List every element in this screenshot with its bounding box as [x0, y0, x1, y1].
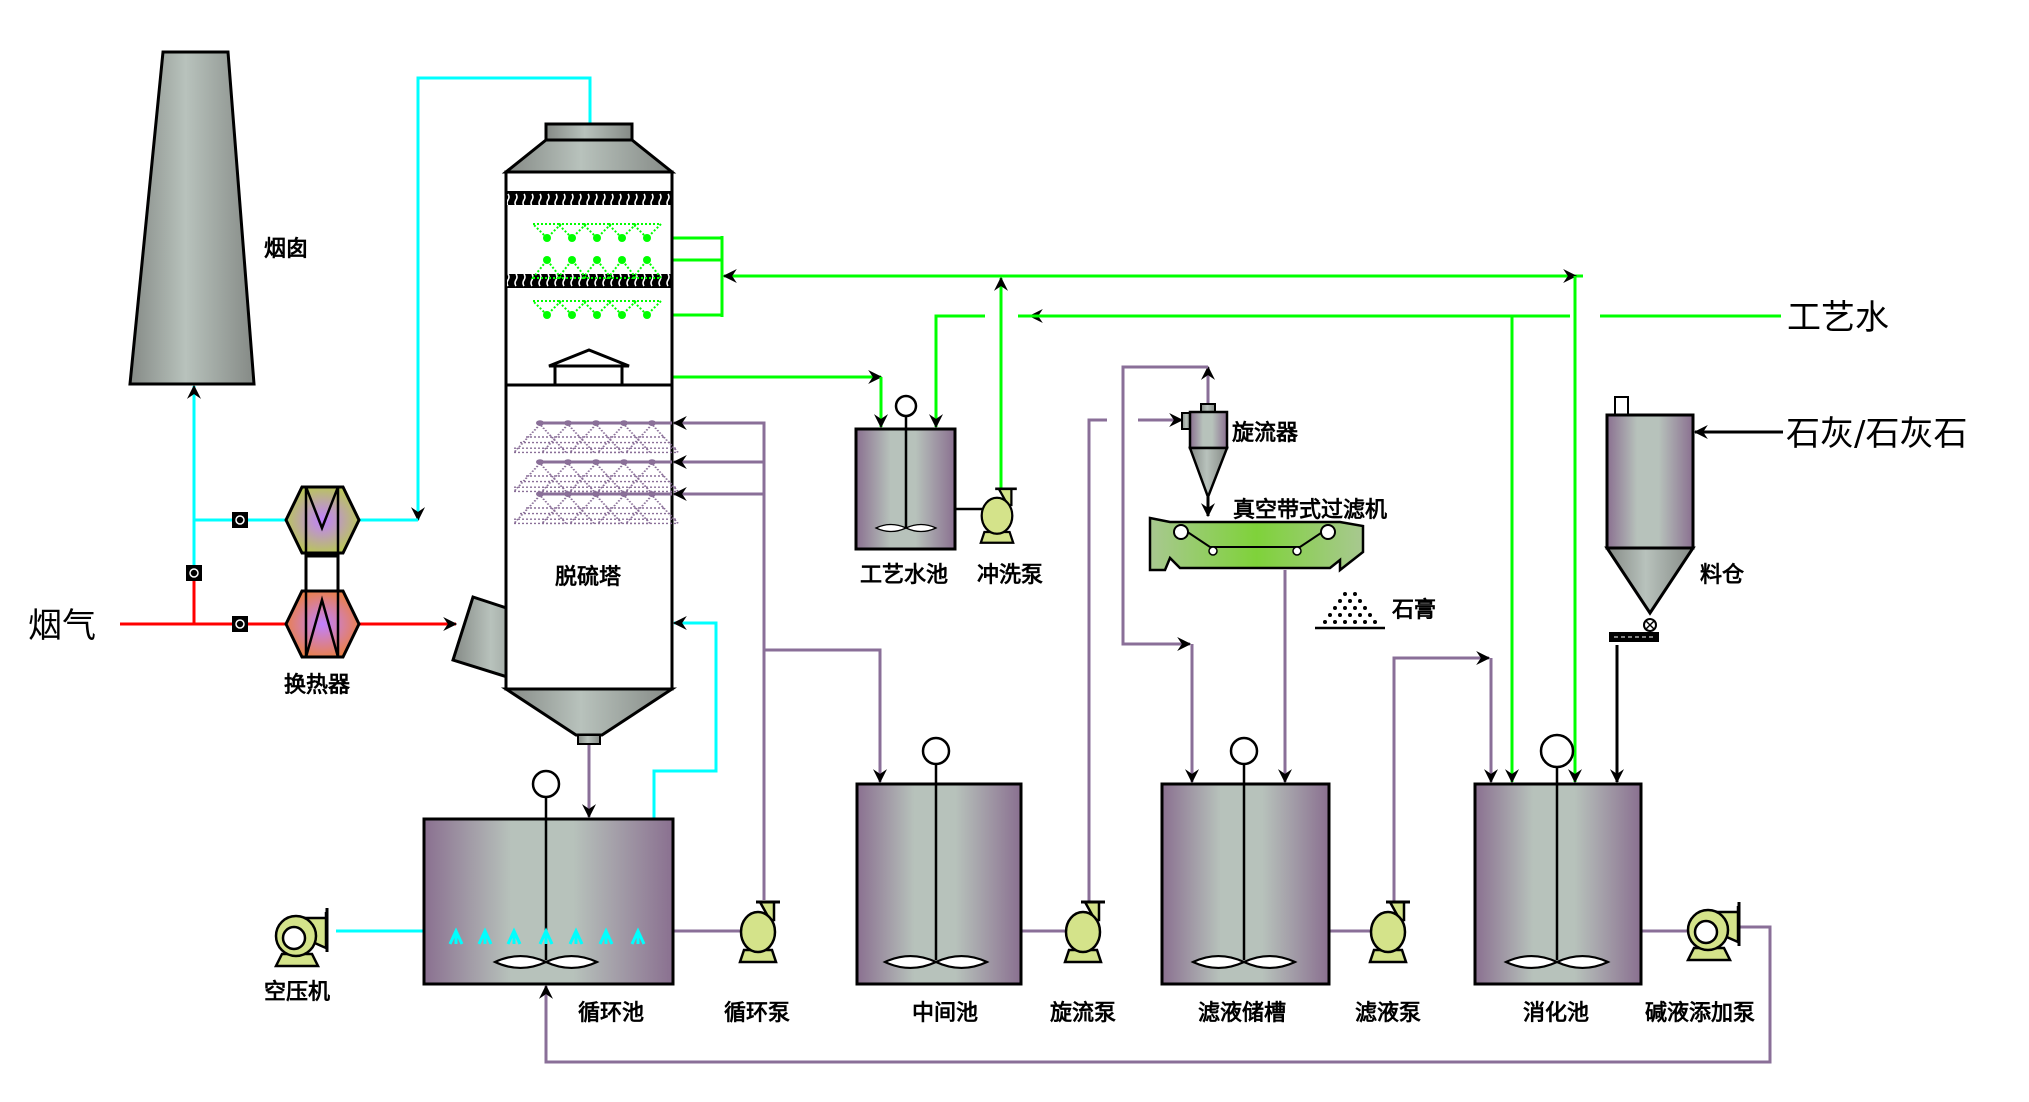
alkali-dosing-pump-label: 碱液添加泵 — [1645, 1000, 1755, 1026]
agitator-icon — [1229, 736, 1259, 766]
air-nozzle-icon — [568, 927, 584, 945]
chimney-label: 烟囱 — [264, 236, 308, 262]
filtrate-pump-riser — [1392, 651, 1491, 902]
air-compressor-label: 空压机 — [264, 979, 330, 1005]
slurry-feed-3 — [672, 487, 766, 650]
heat-exchanger-label: 换热器 — [284, 672, 351, 698]
cyclone-overflow-to-filtrate — [1121, 365, 1208, 651]
to-intermediate-tank — [764, 648, 887, 784]
slurry-feed-1 — [672, 416, 766, 494]
flue-gas-input-label: 烟气 — [28, 606, 96, 646]
air-nozzle-icon — [506, 927, 522, 945]
hydrocyclone[interactable] — [1181, 403, 1229, 501]
process-water-input-label: 工艺水 — [1787, 298, 1889, 338]
chimney[interactable] — [128, 50, 256, 386]
process-water-tank[interactable] — [854, 394, 957, 551]
cyclone-pump-label: 旋流泵 — [1050, 1000, 1116, 1026]
absorber-label: 脱硫塔 — [555, 564, 622, 590]
air-nozzle-icon — [538, 927, 554, 945]
process-water-main-to-tank — [929, 314, 985, 429]
digestion-tank[interactable] — [1473, 733, 1643, 986]
cyclone-pump-icon[interactable] — [1063, 900, 1107, 964]
lime-silo[interactable] — [1604, 396, 1696, 642]
damper-valve-icon[interactable] — [231, 511, 249, 529]
vacuum-belt-filter-label: 真空带式过滤机 — [1233, 497, 1387, 523]
air-nozzle-icon — [630, 927, 646, 945]
process-water-tank-label: 工艺水池 — [860, 562, 948, 588]
circulation-tank-label: 循环池 — [578, 1000, 644, 1026]
silo-label: 料仓 — [1700, 562, 1745, 588]
demister-icon — [507, 274, 671, 288]
air-nozzle-icon — [598, 927, 614, 945]
cyclone-pump-riser — [1087, 418, 1107, 902]
flush-pump-label: 冲洗泵 — [977, 563, 1043, 588]
damper-valve-icon[interactable] — [231, 615, 249, 633]
tank-vent-to-absorber-pipe — [652, 616, 718, 819]
circulation-tank[interactable] — [422, 769, 675, 986]
circulation-pump-label: 循环泵 — [724, 1000, 790, 1026]
gypsum-pile-icon — [1315, 592, 1385, 630]
filtrate-pump-icon[interactable] — [1368, 900, 1412, 964]
air-compressor-icon[interactable] — [274, 906, 329, 968]
intermediate-tank-label: 中间池 — [912, 1001, 978, 1026]
demister-icon — [507, 191, 671, 205]
damper-valve-icon[interactable] — [185, 564, 203, 582]
flush-pump-icon[interactable] — [979, 487, 1019, 545]
intermediate-tank[interactable] — [855, 736, 1023, 986]
vacuum-belt-filter[interactable] — [1148, 516, 1365, 573]
filtrate-tank-label: 滤液储槽 — [1198, 1000, 1286, 1026]
air-nozzle-icon — [448, 927, 464, 945]
spray-nozzles — [513, 223, 679, 525]
circulation-pump-icon[interactable] — [738, 900, 782, 964]
digestion-tank-label: 消化池 — [1523, 1000, 1589, 1026]
absorber-tower[interactable] — [500, 122, 678, 745]
agitator-icon — [921, 736, 951, 766]
alkali-dosing-pump-icon[interactable] — [1686, 900, 1741, 962]
agitator-icon — [894, 394, 918, 418]
lime-input-label: 石灰/石灰石 — [1786, 414, 1967, 454]
air-sparger-nozzles — [448, 927, 646, 945]
filtrate-tank[interactable] — [1160, 736, 1331, 986]
alkali-return-loop — [539, 925, 1772, 1064]
air-nozzle-icon — [477, 927, 493, 945]
gypsum-label: 石膏 — [1391, 597, 1436, 623]
hydrocyclone-label: 旋流器 — [1232, 420, 1299, 446]
agitator-icon — [1539, 733, 1575, 769]
heat-exchanger[interactable] — [284, 485, 361, 659]
absorber-outlet-to-hx-pipe — [411, 76, 592, 522]
filtrate-pump-label: 滤液泵 — [1355, 1000, 1421, 1026]
agitator-icon — [531, 769, 561, 799]
